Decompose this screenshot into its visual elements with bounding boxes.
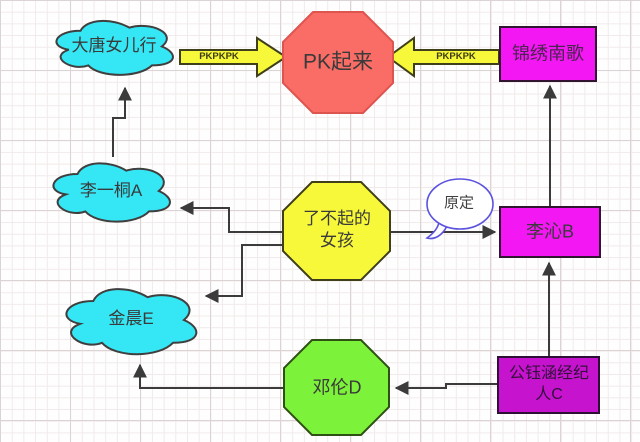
- node-liyitong-label: 李一桐A: [79, 180, 143, 200]
- node-pk-label: PK起来: [302, 50, 374, 74]
- node-datang-label: 大唐女儿行: [71, 35, 157, 55]
- callout-bubble: [426, 178, 494, 230]
- callout-label: 原定: [443, 194, 475, 212]
- node-liyitong-cloud: [52, 162, 171, 223]
- edge-girl-to-jinchen: [204, 244, 287, 303]
- node-jinxiu-label: 锦绣南歌: [512, 43, 584, 64]
- block-arrow-jinxiu-to-pk: [386, 36, 500, 78]
- node-liqin-rect: [499, 206, 601, 258]
- node-jinchen-label: 金晨E: [108, 308, 154, 328]
- edge-denglun-to-jinchen: [133, 363, 286, 389]
- edge-liyitong-to-datang: [112, 86, 132, 157]
- node-denglun-label: 邓伦D: [312, 377, 362, 398]
- node-datang-cloud: [55, 19, 174, 76]
- edge-agent-to-denglun: [394, 381, 498, 395]
- node-girl-label: 了不起的女孩: [303, 208, 371, 250]
- callout-tail: [425, 220, 449, 240]
- node-agent-label: 公钰涵经纪人C: [508, 365, 589, 403]
- edge-girl-to-liyitong: [179, 201, 283, 233]
- edge-label-pkpkpk-right: PKPKPK: [436, 50, 476, 62]
- node-jinxiu-rect: [499, 26, 597, 82]
- node-liqin-label: 李沁B: [525, 221, 575, 242]
- edge-label-pkpkpk-left: PKPKPK: [199, 50, 239, 62]
- node-girl-octagon: [282, 181, 391, 281]
- block-arrow-datang-to-pk: [179, 36, 288, 78]
- node-pk-octagon: [282, 11, 394, 114]
- node-agent-rect: [497, 356, 600, 414]
- node-jinchen-cloud: [65, 288, 198, 356]
- node-denglun-octagon: [283, 339, 390, 436]
